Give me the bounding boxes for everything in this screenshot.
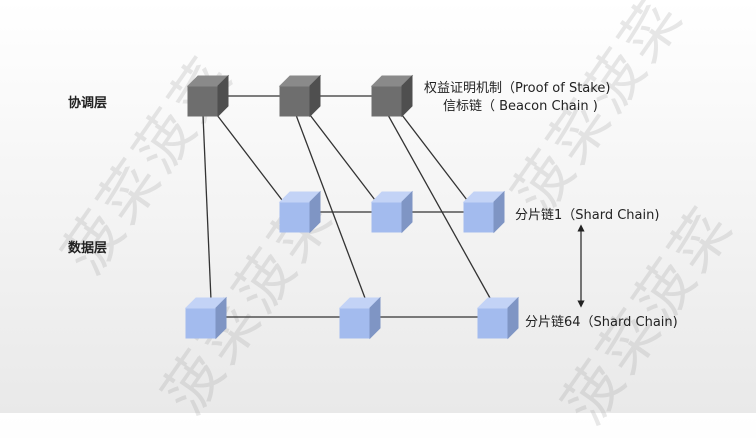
layer-label-data: 数据层 bbox=[68, 241, 108, 256]
layer-label-coordination: 协调层 bbox=[68, 96, 108, 111]
crosslink bbox=[295, 114, 366, 299]
beacon-label-chain: 信标链（ Beacon Chain ) bbox=[443, 99, 598, 114]
shard-block-cube bbox=[278, 190, 322, 234]
crosslink bbox=[401, 114, 468, 201]
beacon-block-cube bbox=[370, 74, 414, 118]
sharding-diagram bbox=[184, 74, 585, 340]
shard-label-last: 分片链64（Shard Chain) bbox=[525, 315, 678, 330]
shard-block-cube bbox=[338, 296, 382, 340]
crosslink bbox=[216, 114, 283, 201]
beacon-block-cube bbox=[186, 74, 230, 118]
beacon-block-cube bbox=[278, 74, 322, 118]
crosslink bbox=[387, 114, 491, 299]
shard-block-cube bbox=[184, 296, 228, 340]
shard-block-cube bbox=[476, 296, 520, 340]
connections bbox=[202, 95, 491, 318]
crosslink bbox=[309, 114, 376, 201]
beacon-label-pos: 权益证明机制（Proof of Stake) bbox=[424, 81, 611, 96]
crosslink bbox=[202, 114, 212, 301]
shard-label-first: 分片链1（Shard Chain) bbox=[515, 208, 660, 223]
shard-block-cube bbox=[462, 190, 506, 234]
shard-block-cube bbox=[370, 190, 414, 234]
